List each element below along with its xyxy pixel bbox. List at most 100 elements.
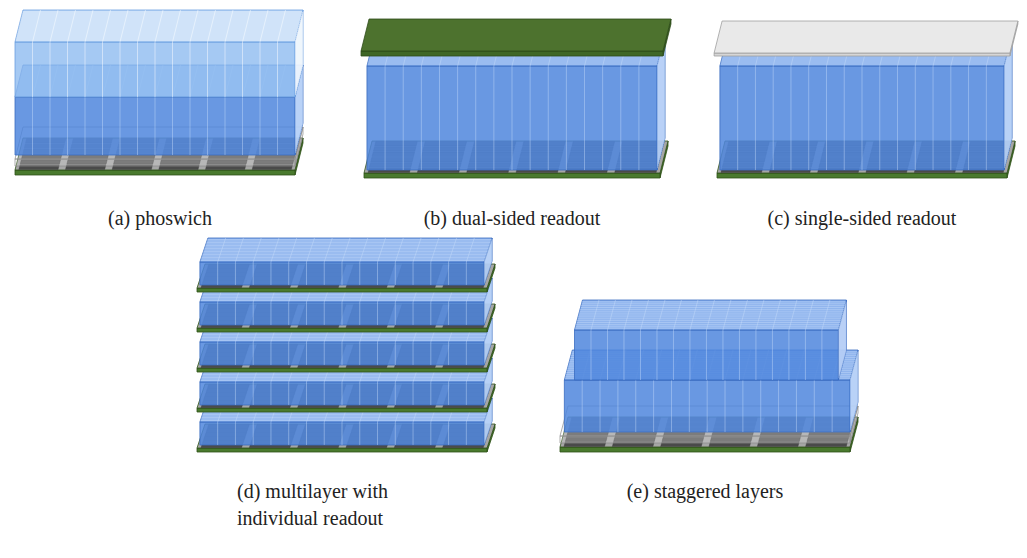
- crystal-layer-grid: [201, 417, 485, 418]
- crystal-layer-grid: [50, 42, 51, 97]
- crystal-array-grid: [602, 66, 603, 170]
- crystal-array-grid: [512, 66, 513, 170]
- crystal-layer-grid: [656, 330, 657, 380]
- crystal-layer-grid: [306, 262, 307, 285]
- crystal-layer-grid: [491, 240, 492, 263]
- crystal-layer-grid: [430, 302, 431, 325]
- crystal-layer-grid: [581, 307, 845, 308]
- crystal-array-grid: [915, 66, 916, 170]
- crystal-layer-grid: [342, 262, 343, 285]
- crystal-layer-grid: [137, 42, 138, 97]
- crystal-layer-grid: [201, 339, 485, 340]
- crystal-layer-grid: [395, 382, 396, 405]
- crystal-layer-grid: [217, 342, 218, 365]
- crystal-layer-grid: [288, 342, 289, 365]
- crystal-layer-grid: [16, 40, 296, 41]
- caption-box: (b) dual-sided readout: [424, 205, 601, 232]
- crystal-layer-front: [15, 42, 295, 97]
- crystal-layer-grid: [430, 262, 431, 285]
- crystal-layer-grid: [270, 302, 271, 325]
- crystal-layer-grid: [491, 360, 492, 383]
- crystal-layer-grid: [202, 414, 486, 415]
- crystal-layer-grid: [207, 239, 491, 240]
- crystal-layer-grid: [67, 42, 68, 97]
- crystal-layer-grid: [302, 67, 303, 125]
- crystal-layer-grid: [242, 42, 243, 97]
- crystal-layer-front: [200, 422, 484, 445]
- reflector-sheet-top: [714, 21, 1018, 53]
- crystal-layer-grid: [207, 42, 208, 97]
- crystal-layer-grid: [359, 422, 360, 445]
- crystal-layer-grid: [253, 302, 254, 325]
- crystal-layer-grid: [205, 245, 489, 246]
- crystal-array-grid: [584, 66, 585, 170]
- crystal-layer-grid: [430, 382, 431, 405]
- crystal-layer-grid: [201, 259, 485, 260]
- crystal-array-grid: [933, 66, 934, 170]
- crystal-layer-grid: [19, 26, 299, 27]
- readout-board-front: [197, 408, 487, 412]
- crystal-layer-grid: [50, 97, 51, 155]
- crystal-array-front: [720, 66, 1004, 170]
- crystal-layer-grid: [202, 254, 486, 255]
- crystal-layer-grid: [448, 422, 449, 445]
- crystal-layer-grid: [155, 42, 156, 97]
- crystal-layer-grid: [260, 42, 261, 97]
- crystal-layer-grid: [635, 380, 636, 432]
- crystal-layer-grid: [200, 340, 484, 341]
- crystal-layer-grid: [155, 97, 156, 155]
- crystal-array-grid: [368, 62, 658, 63]
- crystal-layer-grid: [206, 244, 490, 245]
- crystal-layer-front: [200, 302, 484, 325]
- crystal-layer-grid: [235, 262, 236, 285]
- readout-board-front: [560, 447, 850, 452]
- crystal-layer-grid: [788, 330, 789, 380]
- crystal-layer-grid: [706, 330, 707, 380]
- crystal-array-grid: [808, 66, 809, 170]
- crystal-layer-grid: [607, 330, 608, 380]
- crystal-layer-grid: [120, 97, 121, 155]
- crystal-layer-grid: [201, 257, 485, 258]
- crystal-layer-grid: [673, 330, 674, 380]
- crystal-layer-grid: [377, 382, 378, 405]
- crystal-layer-grid: [760, 380, 761, 432]
- crystal-layer-grid: [306, 382, 307, 405]
- crystal-layer-grid: [22, 14, 302, 15]
- crystal-layer-grid: [201, 377, 485, 378]
- crystal-layer-grid: [590, 330, 591, 380]
- crystal-array-grid: [721, 62, 1005, 63]
- figure-caption: (c) single-sided readout: [768, 205, 957, 232]
- crystal-layer-grid: [359, 302, 360, 325]
- crystal-array-grid: [950, 66, 951, 170]
- crystal-array-grid: [722, 58, 1006, 59]
- crystal-layer-grid: [578, 316, 842, 317]
- crystal-layer-grid: [201, 297, 485, 298]
- crystal-layer-grid: [707, 380, 708, 432]
- single-sided-figure: [714, 21, 1018, 178]
- crystal-array-grid: [457, 66, 458, 170]
- crystal-layer-grid: [623, 330, 624, 380]
- multilayer-figure: [197, 238, 495, 452]
- crystal-layer-grid: [277, 97, 278, 155]
- crystal-layer-grid: [395, 422, 396, 445]
- crystal-layer-grid: [582, 301, 846, 302]
- crystal-array-grid: [638, 66, 639, 170]
- crystal-layer-grid: [413, 262, 414, 285]
- crystal-layer-grid: [20, 22, 300, 23]
- crystal-layer-grid: [260, 97, 261, 155]
- crystal-layer-grid: [201, 337, 485, 338]
- caption-box: (d) multilayer with individual readout: [237, 478, 429, 532]
- crystal-layer-grid: [579, 313, 843, 314]
- crystal-array-grid: [721, 60, 1005, 61]
- crystal-layer-grid: [277, 42, 278, 97]
- light-guide-front: [560, 436, 850, 443]
- crystal-layer-grid: [857, 352, 858, 404]
- crystal-array-grid: [369, 58, 659, 59]
- crystal-layer-grid: [172, 97, 173, 155]
- reflector-sheet-front: [714, 53, 1010, 56]
- crystal-array-grid: [879, 66, 880, 170]
- crystal-array-grid: [790, 66, 791, 170]
- crystal-layer-grid: [201, 299, 485, 300]
- crystal-layer-front: [15, 97, 295, 155]
- crystal-layer-grid: [22, 16, 302, 17]
